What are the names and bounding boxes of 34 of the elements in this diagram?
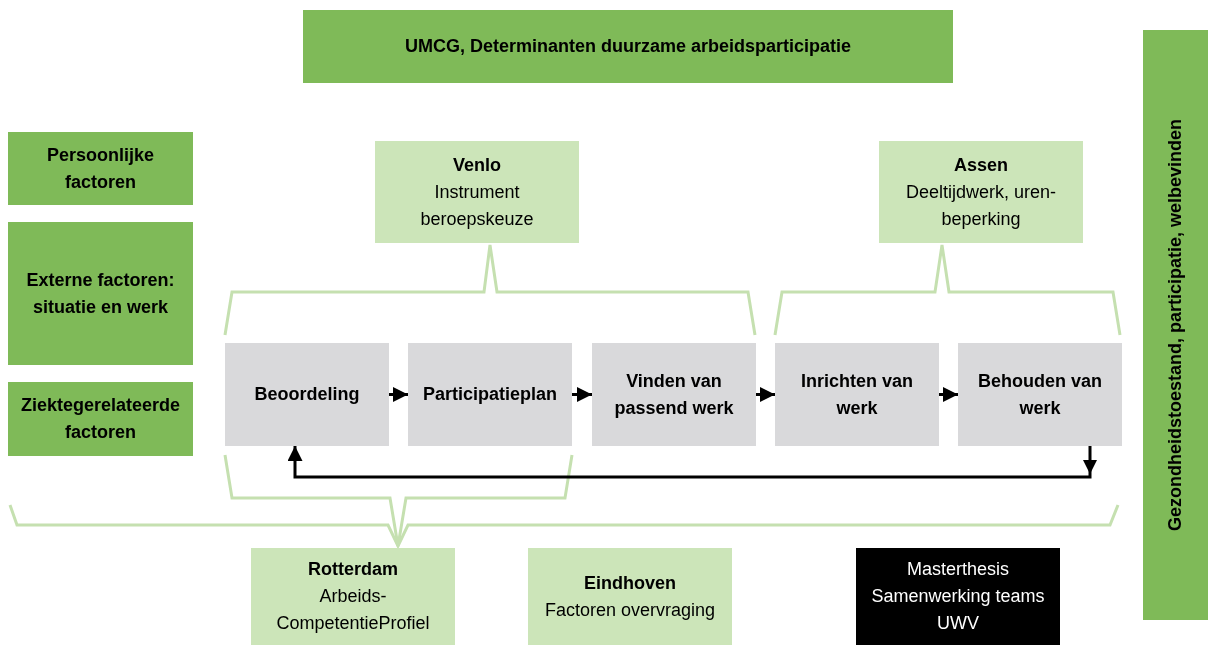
node-text: Behouden van werk bbox=[977, 369, 1103, 420]
node-text: Externe factoren: situatie en werk bbox=[25, 268, 176, 319]
location-box bbox=[879, 141, 1083, 243]
node-heading: Venlo bbox=[453, 153, 501, 177]
node-text: Gezondheidstoestand, participatie, welbevinden bbox=[1164, 118, 1186, 532]
node-heading: Eindhoven bbox=[584, 571, 676, 595]
node-text: Inrichten van werk bbox=[800, 369, 914, 420]
process-box bbox=[592, 343, 756, 446]
location-box bbox=[375, 141, 579, 243]
node-text: Factoren overvraging bbox=[544, 598, 716, 622]
title-box bbox=[303, 10, 953, 83]
location-box bbox=[528, 548, 732, 645]
factor-box bbox=[8, 132, 193, 205]
thesis-box bbox=[856, 548, 1060, 645]
node-text: Instrument beroepskeuze bbox=[419, 180, 535, 231]
process-box bbox=[408, 343, 572, 446]
process-box bbox=[958, 343, 1122, 446]
node-text: Deeltijdwerk, uren-beperking bbox=[904, 180, 1058, 231]
node-text: Ziektegerelateerde factoren bbox=[19, 394, 182, 444]
node-text: Participatieplan bbox=[422, 383, 557, 406]
location-box bbox=[251, 548, 455, 645]
node-text: Masterthesis Samenwerking teams UWV bbox=[870, 558, 1046, 635]
node-text: Beoordeling bbox=[254, 383, 360, 406]
process-box bbox=[225, 343, 389, 446]
factor-box bbox=[8, 222, 193, 365]
outcome-bar bbox=[1143, 30, 1208, 620]
node-text: Persoonlijke factoren bbox=[45, 143, 155, 194]
node-heading: Rotterdam bbox=[308, 558, 398, 581]
node-text: Vinden van passend werk bbox=[613, 369, 735, 420]
node-heading: Assen bbox=[954, 153, 1008, 177]
node-text: UMCG, Determinanten duurzame arbeidsparticipatie bbox=[404, 35, 852, 58]
node-text: Arbeids-CompetentieProfiel bbox=[275, 585, 431, 635]
factor-box bbox=[8, 382, 193, 456]
process-box bbox=[775, 343, 939, 446]
